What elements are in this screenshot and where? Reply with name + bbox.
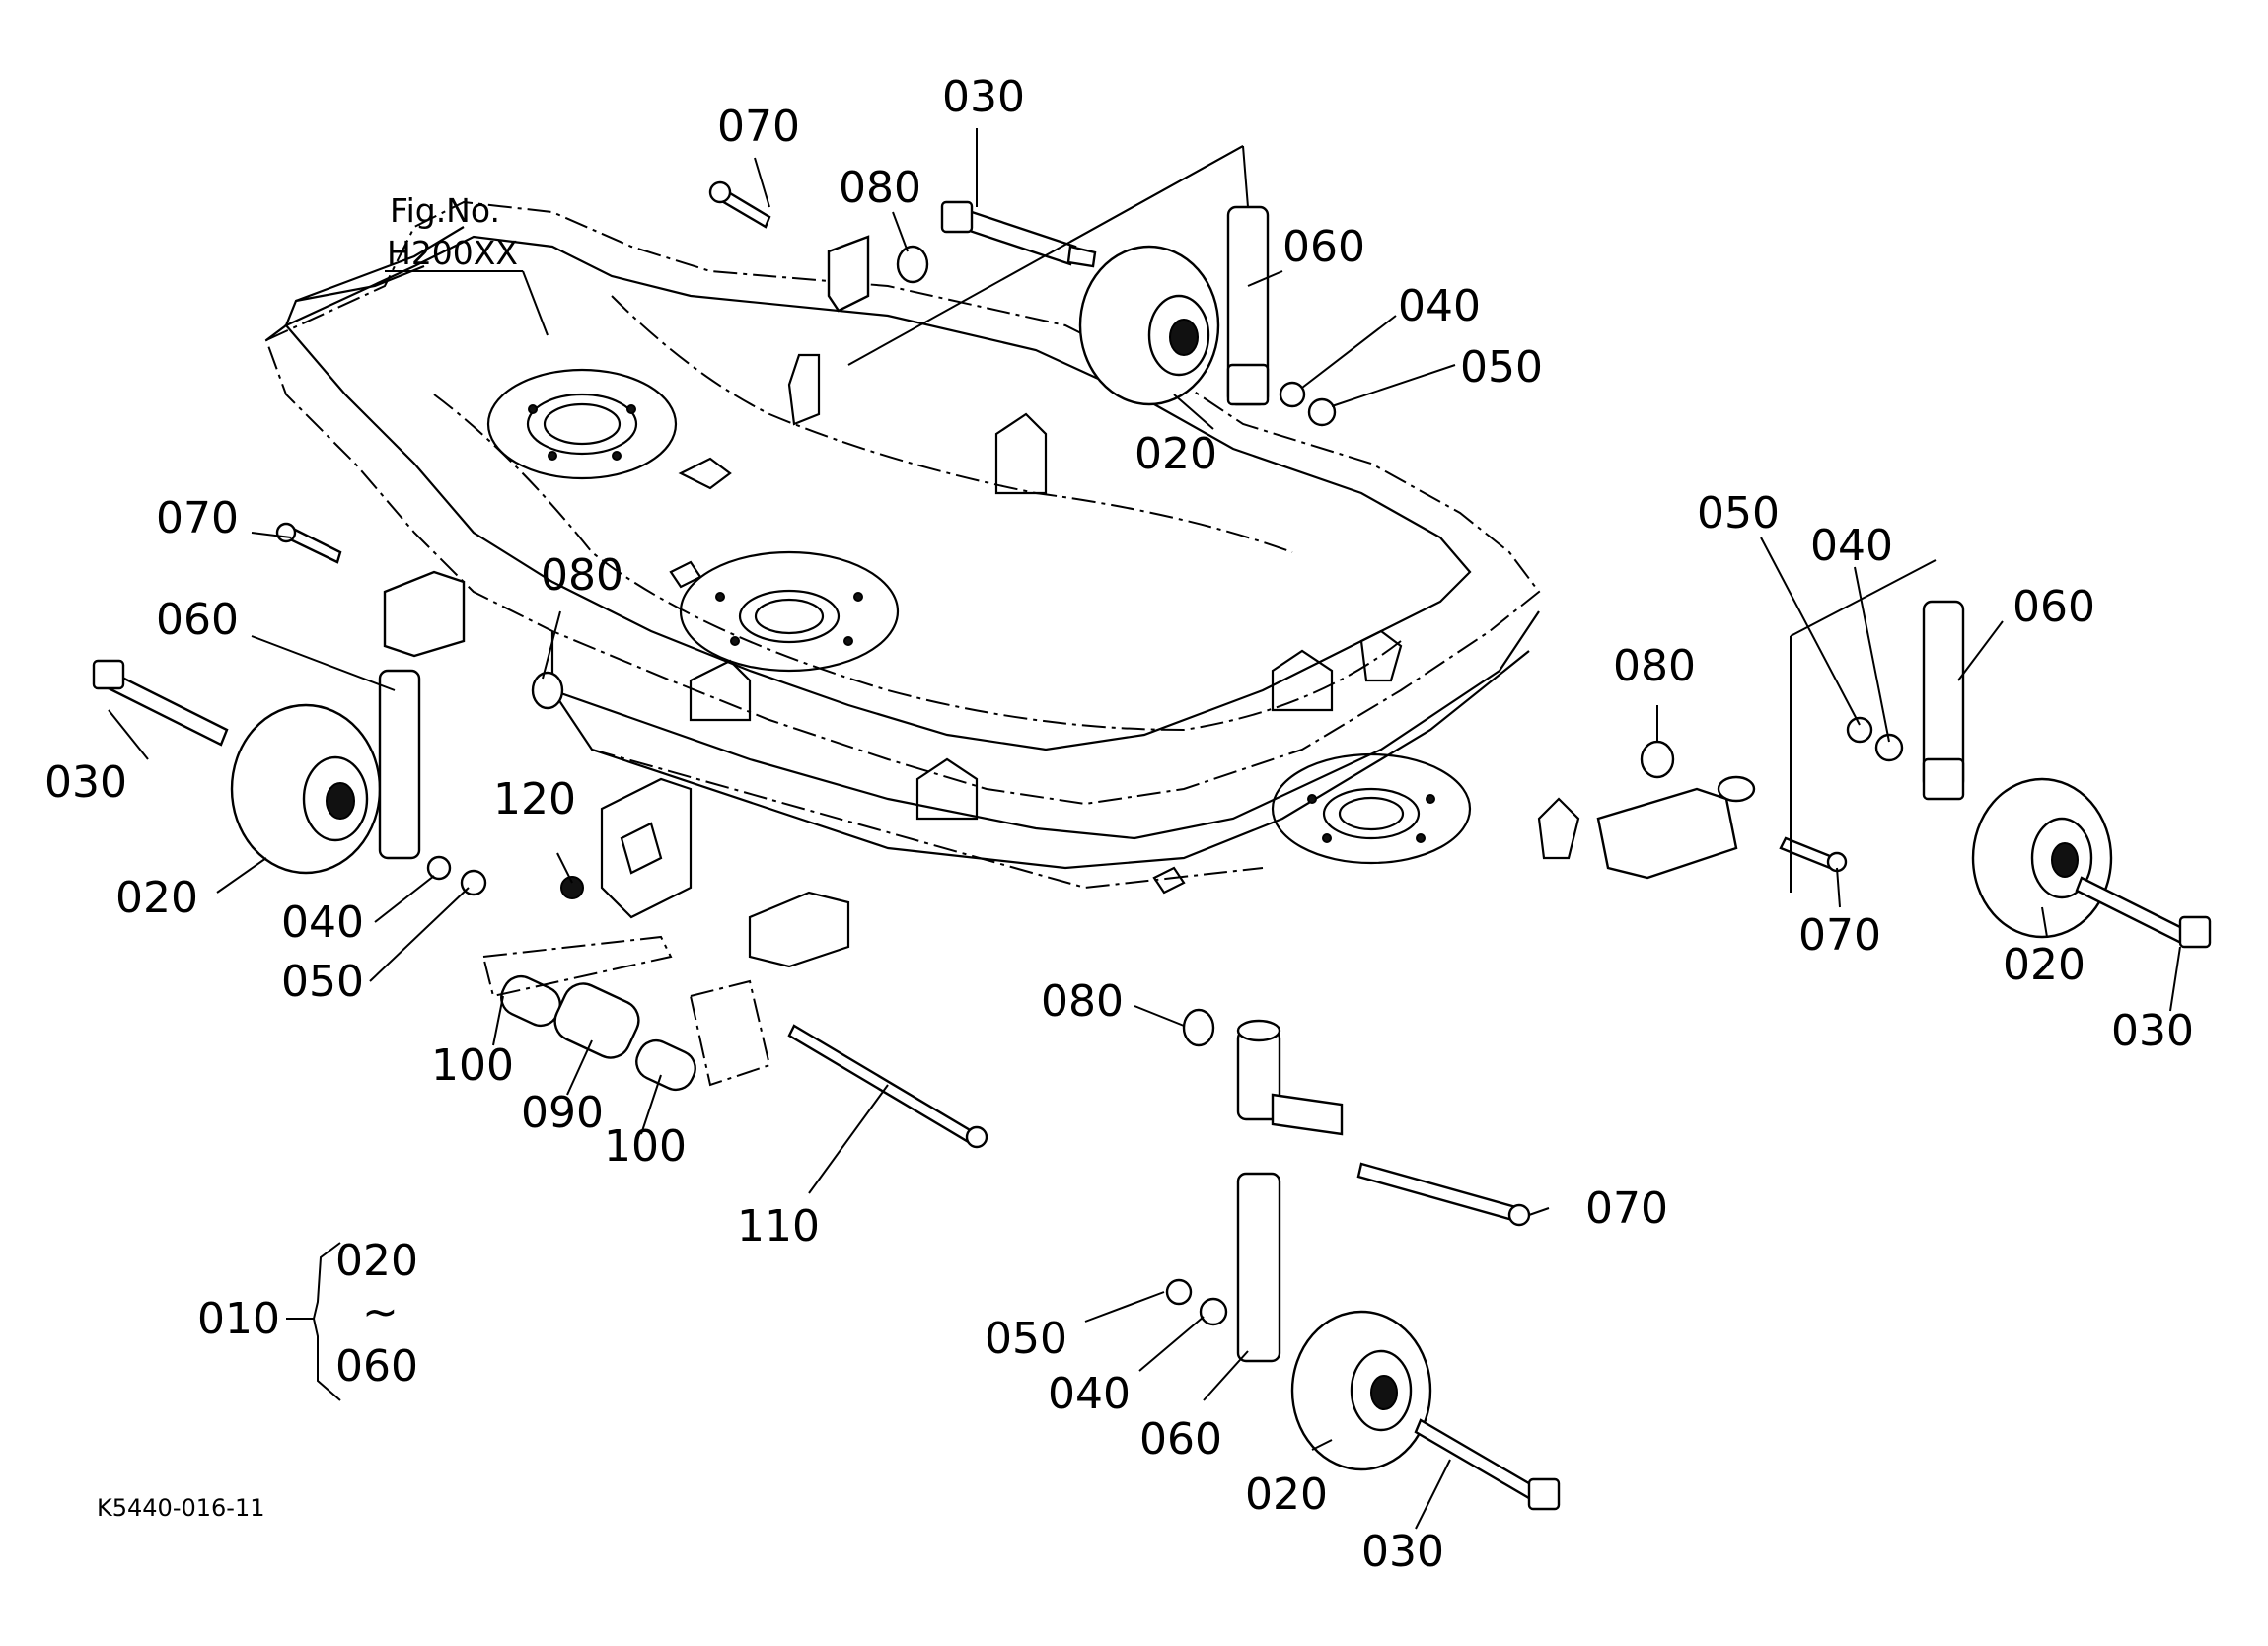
callout-040: 040 — [1810, 521, 1893, 571]
callout-060: 060 — [1282, 222, 1365, 272]
callout-080: 080 — [541, 550, 623, 601]
callout-100: 100 — [604, 1121, 687, 1172]
callout-050: 050 — [985, 1314, 1067, 1364]
mower-deck — [264, 200, 1580, 968]
callout-070: 070 — [717, 102, 800, 152]
front-wheel-assembly — [1165, 1008, 1561, 1511]
callout-060: 060 — [156, 595, 239, 645]
callout-040: 040 — [1398, 281, 1481, 331]
range-tilde: ~ — [362, 1287, 399, 1337]
roller-assembly — [481, 935, 988, 1149]
callout-100: 100 — [431, 1040, 514, 1091]
callout-090: 090 — [521, 1088, 604, 1138]
callout-060: 060 — [2012, 582, 2095, 632]
range-group: 010 020 ~ 060 — [197, 1236, 418, 1392]
range-to: 060 — [335, 1341, 418, 1392]
callout-070: 070 — [1585, 1183, 1668, 1234]
fig-reference-code: H200XX — [387, 234, 518, 272]
callout-120: 120 — [493, 774, 576, 824]
callout-030: 030 — [1361, 1527, 1444, 1577]
range-from: 020 — [335, 1236, 418, 1286]
range-parent: 010 — [197, 1294, 280, 1344]
figure-reference: Fig.No. H200XX — [387, 191, 518, 272]
document-code: K5440-016-11 — [97, 1494, 264, 1522]
callout-020: 020 — [1134, 429, 1217, 479]
callout-080: 080 — [1041, 976, 1124, 1027]
callout-070: 070 — [156, 493, 239, 543]
callout-050: 050 — [281, 957, 364, 1007]
callout-070: 070 — [1798, 910, 1881, 961]
callout-020: 020 — [1245, 1469, 1328, 1520]
callout-labels: 030 070 080 060 040 050 020 070 080 060 … — [44, 72, 2194, 1577]
callout-060: 060 — [1139, 1414, 1222, 1465]
fig-caption: Fig.No. — [390, 191, 500, 230]
callout-080: 080 — [1613, 641, 1696, 691]
callout-020: 020 — [2003, 940, 2085, 990]
callout-030: 030 — [44, 757, 127, 808]
left-wheel-assembly — [92, 522, 584, 899]
callout-050: 050 — [1460, 342, 1543, 393]
callout-040: 040 — [281, 897, 364, 948]
leader-lines — [108, 128, 2181, 1530]
callout-030: 030 — [942, 72, 1025, 122]
callout-080: 080 — [839, 163, 921, 213]
top-wheel-assembly — [708, 180, 1337, 427]
callout-020: 020 — [115, 873, 198, 923]
right-wheel-assembly — [1596, 600, 2212, 949]
callout-110: 110 — [737, 1201, 820, 1252]
callout-030: 030 — [2111, 1006, 2194, 1056]
callout-050: 050 — [1697, 488, 1780, 538]
callout-040: 040 — [1048, 1369, 1131, 1419]
